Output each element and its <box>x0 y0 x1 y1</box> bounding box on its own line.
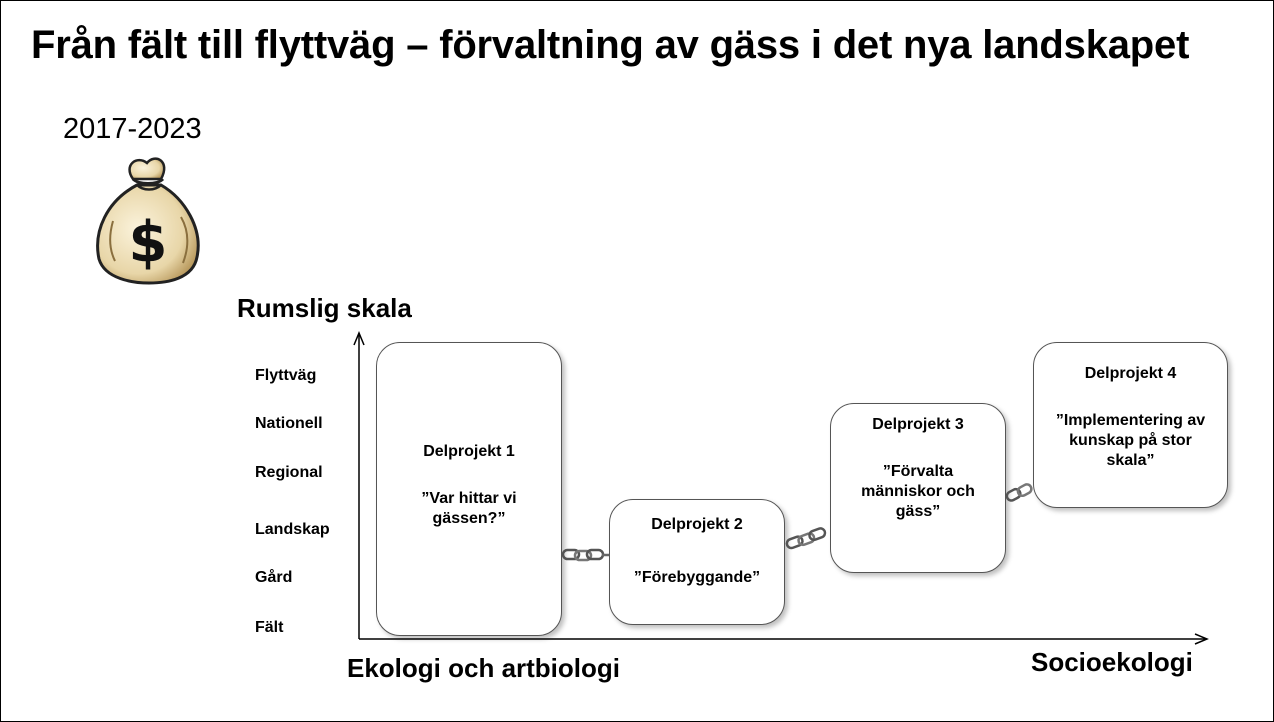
project-box-1: Delprojekt 1 ”Var hittar vi gässen?” <box>376 342 562 636</box>
project-3-description: ”Förvalta människor och gäss” <box>861 463 975 520</box>
project-box-4: Delprojekt 4 ”Implementering av kunskap … <box>1033 342 1228 508</box>
chain-link-icon <box>785 527 827 550</box>
y-tick-gard: Gård <box>255 569 293 586</box>
project-1-name: Delprojekt 1 <box>423 443 515 460</box>
project-4-name: Delprojekt 4 <box>1084 365 1177 382</box>
y-axis-title: Rumslig skala <box>237 293 412 323</box>
y-axis-arrow <box>353 331 365 346</box>
money-bag-icon: $ <box>96 157 200 285</box>
chain-link-icon <box>1005 483 1033 502</box>
project-2-name: Delprojekt 2 <box>651 516 743 533</box>
project-box-3: Delprojekt 3 ”Förvalta människor och gäs… <box>830 403 1006 573</box>
x-axis-arrow <box>1194 633 1209 645</box>
years-label: 2017-2023 <box>63 113 202 145</box>
y-tick-nationell: Nationell <box>255 415 323 432</box>
y-tick-landskap: Landskap <box>255 521 330 538</box>
project-box-2: Delprojekt 2 ”Förebyggande” <box>609 499 785 625</box>
x-axis-left-label: Ekologi och artbiologi <box>347 653 620 683</box>
y-tick-regional: Regional <box>255 464 323 481</box>
svg-text:$: $ <box>129 210 168 275</box>
y-tick-falt: Fält <box>255 619 284 636</box>
project-3-name: Delprojekt 3 <box>872 416 964 433</box>
slide-title: Från fält till flyttväg – förvaltning av… <box>31 23 1190 67</box>
chain-link-icon <box>562 548 609 562</box>
project-4-description: ”Implementering av kunskap på stor skala… <box>1055 412 1206 469</box>
project-2-description: ”Förebyggande” <box>633 569 761 586</box>
y-tick-flyttvag: Flyttväg <box>255 367 317 384</box>
x-axis-right-label: Socioekologi <box>1031 647 1193 677</box>
project-1-description: ”Var hittar vi gässen?” <box>421 490 517 527</box>
